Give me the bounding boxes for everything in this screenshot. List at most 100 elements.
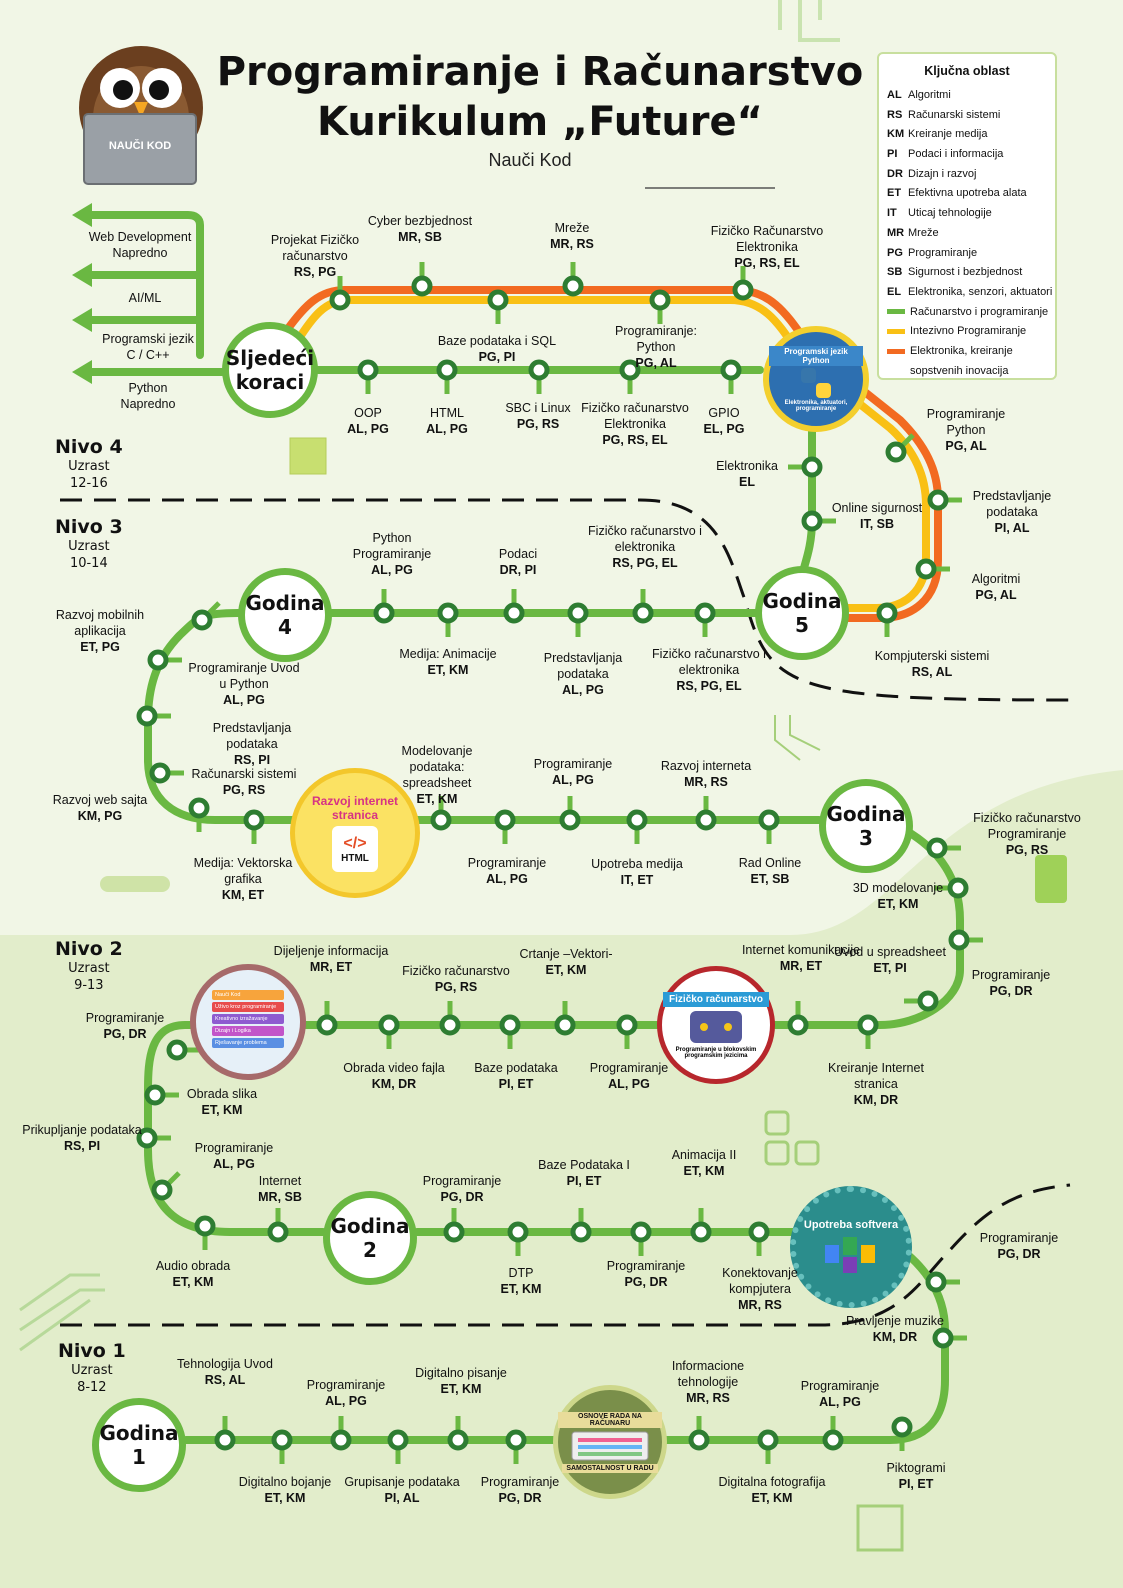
topic-codes: AL, PG — [608, 1077, 650, 1091]
scratch-block: Kreativno izražavanje — [212, 1014, 284, 1024]
station-node — [136, 1127, 158, 1149]
legend-code: RS — [887, 108, 903, 121]
topic-text: Programiranje — [800, 1379, 880, 1393]
station-node — [926, 837, 948, 859]
topic-text: Predstavljanja podataka — [212, 721, 292, 751]
topic-codes: ET, KM — [427, 663, 469, 677]
topic-codes: ET, KM — [440, 1382, 482, 1396]
topic-codes: DR, PI — [499, 563, 537, 577]
station-node — [570, 1221, 592, 1243]
topic-text: Predstavljanja podataka — [543, 651, 623, 681]
station-node — [915, 558, 937, 580]
topic-codes: KM, PG — [77, 809, 123, 823]
station-node — [917, 990, 939, 1012]
station-node — [507, 1221, 529, 1243]
station-node — [149, 762, 171, 784]
topic-text: Prikupljanje podataka — [22, 1123, 142, 1137]
topic-text: Internet komunikacije — [741, 943, 861, 957]
topic-text: Dijeljenje informacija — [273, 944, 389, 958]
topic-codes: MR, RS — [738, 1298, 782, 1312]
topic-codes: PG, RS, EL — [734, 256, 800, 270]
next-step-web: Web Development Napredno — [88, 230, 192, 260]
topic-text: Programiranje — [194, 1141, 274, 1155]
topic-text: Konektovanje kompjutera — [722, 1266, 798, 1296]
topic-text: Python Programiranje — [352, 531, 432, 561]
station-node — [373, 602, 395, 624]
topic-codes: MR, RS — [550, 237, 594, 251]
station-node — [439, 1014, 461, 1036]
topic-codes: MR, RS — [686, 1391, 730, 1405]
legend-text: Algoritmi — [908, 89, 951, 101]
station-node — [499, 1014, 521, 1036]
code-icon: </> — [343, 834, 367, 852]
legend-code: MR — [887, 226, 905, 239]
topic-text: Razvoj interneta — [660, 759, 752, 773]
topic-text: Obrada slika — [186, 1087, 258, 1101]
topic-text: Projekat Fizičko računarstvo — [270, 233, 360, 263]
legend-text: Kreiranje medija — [908, 128, 988, 141]
topic-text: Programiranje — [480, 1475, 560, 1489]
station-node — [378, 1014, 400, 1036]
station-node — [505, 1429, 527, 1451]
topic-text: Cyber bezbjednost — [367, 214, 473, 228]
station-node — [188, 797, 210, 819]
topic-codes: RS, PG — [293, 265, 337, 279]
next-step-ai: AI/ML — [128, 291, 162, 305]
topic-codes: ET, KM — [201, 1103, 243, 1117]
puzzle-decoration — [764, 1140, 790, 1166]
topic-codes: AL, PG — [552, 773, 594, 787]
legend-text: Uticaj tehnologije — [908, 207, 992, 220]
topic-codes: PG, DR — [498, 1491, 542, 1505]
station-node — [925, 1271, 947, 1293]
topic-text: Uvod u spreadsheet — [834, 945, 946, 959]
topic-text: Baze podataka i SQL — [437, 334, 557, 348]
next-step-python: Python Napredno — [120, 381, 176, 411]
topic-codes: AL, PG — [223, 693, 265, 707]
station-node — [732, 279, 754, 301]
topic-text: Medija: Animacije — [399, 647, 497, 661]
station-node — [885, 441, 907, 463]
topic-text: Grupisanje podataka — [344, 1475, 460, 1489]
topic-text: Algoritmi — [971, 572, 1021, 586]
topic-text: Programiranje — [422, 1174, 502, 1188]
topic-codes: KM, DR — [872, 1330, 918, 1344]
osnove-badge: OSNOVE RADA NA RAČUNARU SAMOSTALNOST U R… — [553, 1385, 667, 1499]
topic-text: Fizičko računarstvo Elektronika — [581, 401, 689, 431]
topic-codes: PG, DR — [624, 1275, 668, 1289]
track-green-nivo1 — [182, 1241, 949, 1444]
topic-text: Rad Online — [738, 856, 802, 870]
topic-text: Programiranje — [85, 1011, 165, 1025]
